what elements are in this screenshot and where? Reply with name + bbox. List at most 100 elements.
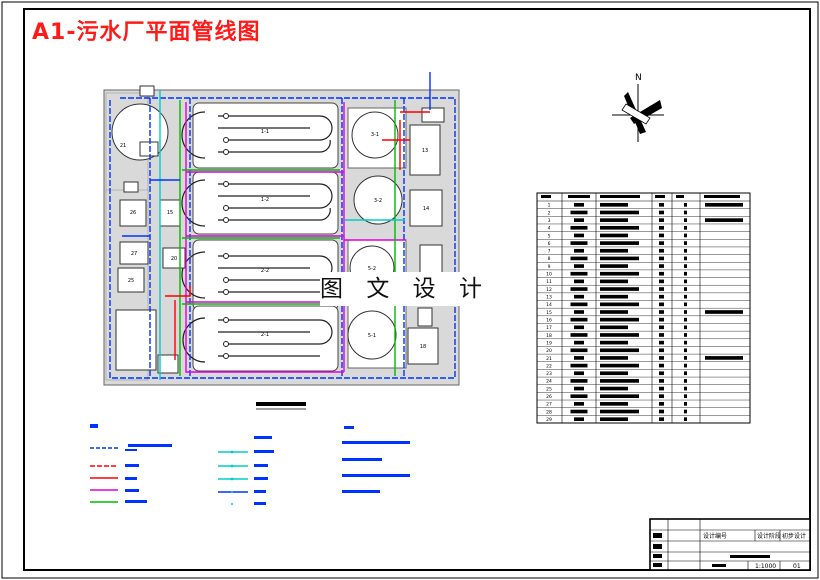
table-row-number: 7	[548, 249, 551, 255]
right-structures	[407, 107, 445, 365]
drawing-title: A1-污水厂平面管线图	[32, 20, 261, 45]
clarifier-5-1	[347, 310, 397, 360]
tank-label-b5: 25	[128, 278, 134, 284]
tank-label-r3: 18	[420, 344, 426, 350]
table-row-number: 9	[548, 264, 551, 270]
table-row: 13	[537, 295, 750, 301]
table-header-cell	[600, 195, 640, 198]
watermark: 图 文 设 计	[320, 272, 490, 306]
tank-label-b3: 27	[131, 251, 137, 257]
tank-label-t3: 2-2	[261, 268, 269, 274]
building-27	[119, 241, 149, 265]
clarifier-3-1	[351, 111, 399, 159]
table-row-number: 18	[546, 333, 552, 339]
tank-label-b2: 15	[167, 210, 173, 216]
tank-label-b1: 26	[130, 210, 136, 216]
table-row-number: 14	[546, 302, 552, 308]
table-row: 25	[537, 386, 750, 393]
table-row: 4	[537, 226, 750, 232]
tank-label-s3: 5-2	[368, 266, 376, 272]
title-block-cell-1: 设计编号	[703, 532, 727, 540]
table-row: 23	[537, 371, 750, 378]
table-row: 16	[537, 317, 750, 324]
pipelines	[109, 72, 456, 380]
tank-label-r1: 13	[422, 148, 428, 154]
table-row-number: 12	[546, 287, 552, 293]
table-row: 11	[537, 279, 750, 286]
table-row: 12	[537, 287, 750, 294]
table-row: 10	[537, 272, 750, 278]
ditch-2	[192, 171, 339, 235]
tank-label-s4: 5-1	[368, 333, 376, 339]
building-26	[119, 199, 147, 227]
title-block-cell-3: 初步设计	[782, 532, 806, 540]
building-25	[117, 267, 145, 293]
table-row: 24	[537, 379, 750, 385]
tank-label-s1: 3-1	[371, 132, 379, 138]
plan-caption	[256, 402, 306, 406]
table-row-number: 6	[548, 241, 551, 247]
site-plan: 1-1 1-2 2-2 2-1 3-1 3-2 5-2 5-1 21 26 15…	[103, 72, 460, 410]
table-row-number: 24	[546, 379, 552, 385]
table-row: 14	[537, 302, 750, 309]
table-row: 21	[537, 356, 750, 362]
table-row-number: 21	[546, 356, 552, 362]
table-row-number: 1	[548, 203, 551, 209]
table-row-number: 29	[546, 417, 552, 423]
table-row: 6	[537, 241, 750, 248]
table-row: 20	[537, 348, 750, 355]
table-row: 9	[537, 264, 750, 271]
inner-frame	[23, 8, 811, 571]
table-row-number: 2	[548, 210, 551, 216]
tank-label-left1: 21	[120, 143, 126, 149]
building-18	[407, 327, 439, 365]
table-row-number: 25	[546, 386, 552, 392]
building-14	[409, 189, 443, 227]
table-row-number: 13	[546, 295, 552, 301]
table-row: 18	[537, 333, 750, 339]
pipe-legend	[90, 424, 410, 505]
table-row: 28	[537, 409, 750, 416]
title-block-sheet: 01	[793, 563, 801, 570]
title-block-cell-2: 设计阶段	[757, 532, 781, 540]
building-13	[409, 124, 441, 176]
north-arrow: N	[612, 73, 664, 142]
table-header-cell	[704, 195, 740, 198]
table-row-number: 28	[546, 409, 552, 415]
ditch-3	[192, 239, 339, 311]
table-header-cell	[568, 195, 590, 198]
title-block: 设计编号 设计阶段 初步设计 1:1000 01	[649, 518, 811, 571]
table-row-number: 3	[548, 218, 551, 224]
table-row-number: 27	[546, 402, 552, 408]
table-row: 1	[537, 203, 750, 209]
table-row: 8	[537, 256, 750, 263]
table-row-number: 5	[548, 233, 551, 239]
table-row: 7	[537, 249, 750, 255]
table-row: 27	[537, 402, 750, 408]
tank-label-s2: 3-2	[374, 198, 382, 204]
table-row-number: 22	[546, 363, 552, 369]
table-row-number: 17	[546, 325, 552, 331]
table-row: 17	[537, 325, 750, 332]
table-row: 22	[537, 363, 750, 370]
clarifier-3-2	[353, 175, 403, 225]
table-row: 15	[537, 310, 750, 317]
table-row-number: 8	[548, 256, 551, 262]
table-header-cell	[541, 195, 551, 198]
equipment-table: 1234567891011121314151617181920212223242…	[536, 192, 751, 424]
table-row: 19	[537, 340, 750, 347]
tank-label-b4: 20	[171, 256, 177, 262]
table-header-cell	[655, 195, 665, 198]
tank-label-t2: 1-2	[261, 197, 269, 203]
table-row: 3	[537, 218, 750, 225]
ditch-1	[192, 102, 339, 169]
table-row: 26	[537, 394, 750, 401]
table-row-number: 20	[546, 348, 552, 354]
table-header-cell	[676, 195, 684, 198]
title-block-scale: 1:1000	[755, 563, 776, 570]
tank-label-t1: 1-1	[261, 129, 269, 135]
north-label: N	[635, 73, 642, 83]
table-row-number: 26	[546, 394, 552, 400]
